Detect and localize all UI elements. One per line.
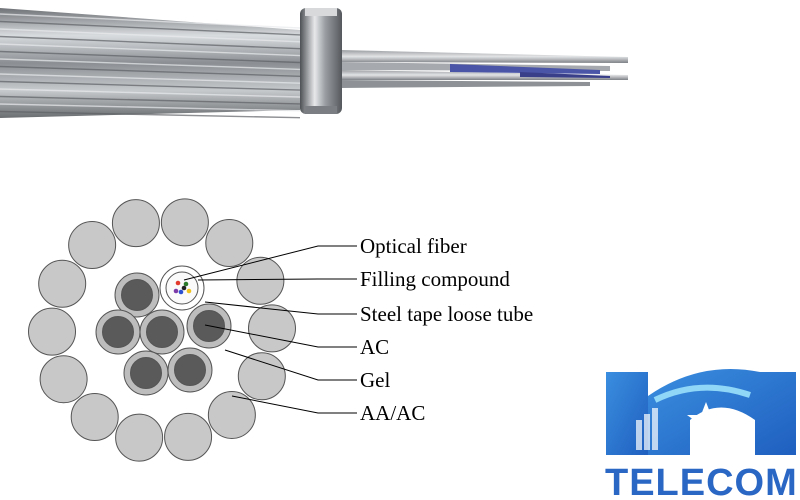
ac-wire-core: [121, 279, 153, 311]
cable-strand-line: [0, 65, 301, 77]
optical-fiber: [173, 288, 179, 294]
label-steel-tape-loose-tube: Steel tape loose tube: [360, 302, 533, 326]
label-ac: AC: [360, 335, 389, 359]
cable-strand-line: [0, 88, 301, 98]
outer-wire: [160, 198, 209, 247]
cable-body: [0, 8, 300, 118]
leader-gel: [224, 349, 357, 381]
cable-strand-line: [0, 73, 301, 84]
outer-wire: [207, 390, 256, 439]
optical-fiber: [181, 285, 187, 291]
cable-strand-line: [0, 110, 301, 119]
outer-wire: [237, 352, 286, 401]
exposed-wires: [340, 50, 628, 88]
cable-strand-line: [0, 20, 301, 36]
outer-wire: [38, 259, 87, 308]
label-optical-fiber: Optical fiber: [360, 234, 467, 258]
ac-wire-core: [130, 357, 162, 389]
cable-strand-line: [0, 43, 301, 57]
optical-fiber: [183, 281, 189, 287]
cable-strand-line: [0, 50, 301, 64]
outer-wire: [247, 304, 296, 353]
fiber-strands: [450, 64, 600, 74]
cable-strand-line: [0, 35, 301, 50]
outer-wire: [28, 307, 77, 356]
outer-wire: [111, 199, 160, 248]
cable-strands: [0, 13, 301, 119]
star-icon: [687, 402, 725, 437]
outer-wire: [68, 221, 117, 270]
cable-photo: [0, 8, 628, 119]
cable-strand-line: [0, 103, 301, 112]
label-aa-ac: AA/AC: [360, 401, 425, 425]
optical-fiber: [186, 288, 192, 294]
outer-wire: [164, 412, 213, 461]
ac-wire-core: [174, 354, 206, 386]
ac-wire-core: [102, 316, 134, 348]
outer-wire: [39, 355, 88, 404]
label-gel: Gel: [360, 368, 390, 392]
logo-text: TELECOM: [605, 462, 798, 500]
leader-ac: [204, 324, 357, 348]
leader-lines: [183, 245, 357, 414]
cable-strand-line: [0, 28, 301, 43]
leader-steel-tape-loose-tube: [204, 301, 357, 315]
outer-wire: [205, 218, 254, 267]
label-filling-compound: Filling compound: [360, 267, 510, 291]
telecom-logo: TELECOM: [605, 369, 798, 500]
optical-fiber: [175, 280, 181, 286]
cable-strand-line: [0, 58, 301, 71]
outer-wire: [236, 256, 285, 305]
cable-strand-line: [0, 80, 301, 91]
leader-filling-compound: [197, 278, 357, 281]
outer-wire: [70, 393, 119, 442]
cable-strand-line: [0, 13, 301, 29]
leader-aa-ac: [231, 395, 357, 414]
ac-wire-core: [146, 316, 178, 348]
cable-clamp: [300, 8, 342, 114]
outer-wire: [115, 413, 164, 462]
leader-optical-fiber: [183, 245, 357, 281]
cable-cross-section: [28, 198, 296, 462]
labels: Optical fiber Filling compound Steel tap…: [360, 234, 533, 425]
cable-strand-line: [0, 95, 301, 105]
optical-fiber: [178, 289, 184, 295]
